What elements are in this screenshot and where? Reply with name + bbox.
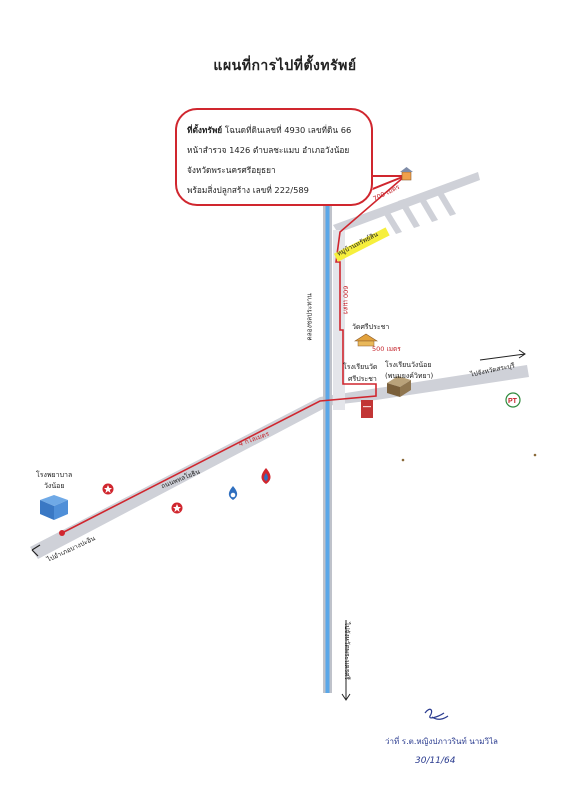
house-icon bbox=[400, 167, 413, 181]
signature-date: 30/11/64 bbox=[415, 756, 456, 766]
arrow-south-road bbox=[341, 620, 351, 701]
canal-water bbox=[325, 195, 330, 693]
pt-logo-icon: PT bbox=[505, 392, 521, 408]
school-left-label-1: โรงเรียนวัด bbox=[343, 363, 378, 371]
temple-icon bbox=[353, 333, 379, 347]
svg-text:PT: PT bbox=[508, 398, 518, 405]
to-ayutthaya-label: ไปจังหวัดพระนครศรี bbox=[342, 622, 351, 680]
school-left-label-2: ศรีประชา bbox=[348, 375, 377, 383]
branch-road-2 bbox=[398, 199, 420, 228]
signature-name: ว่าที่ ร.ต.หญิงปภาวรินท์ นามวิไล bbox=[385, 737, 498, 746]
canal-label: คลองชลประทาน bbox=[305, 293, 314, 341]
route-line bbox=[61, 175, 406, 534]
map-mark bbox=[401, 458, 405, 462]
school-right-label-1: โรงเรียนวังน้อย bbox=[385, 361, 432, 369]
side-road bbox=[333, 230, 345, 410]
page-title: แผนที่การไปที่ตั้งทรัพย์ bbox=[213, 58, 357, 74]
building-icon bbox=[40, 495, 68, 520]
info-line-3: จังหวัดพระนครศรีอยุธยา bbox=[187, 165, 276, 175]
ptt-drop-icon bbox=[228, 486, 238, 500]
arrow-right-road bbox=[479, 349, 526, 361]
distance-500: 500 เมตร bbox=[372, 345, 401, 353]
school-left-icon bbox=[361, 400, 373, 418]
caltex-star-icon-2 bbox=[171, 502, 183, 514]
route-start-dot bbox=[59, 530, 65, 536]
hospital-label-1: โรงพยาบาล bbox=[36, 471, 73, 479]
temple-label: วัดศรีประชา bbox=[352, 323, 390, 331]
secondary-road-ne bbox=[333, 172, 480, 233]
caltex-star-icon bbox=[102, 483, 114, 495]
info-line-2: หน้าสำรวจ 1426 ตำบลชะแมบ อำเภอวังน้อย bbox=[187, 145, 350, 155]
school-right-label-2: (พนมยงค์วิทยา) bbox=[385, 372, 434, 380]
map-mark-2 bbox=[533, 453, 537, 457]
arrow-left-road bbox=[31, 544, 41, 557]
info-line-1: ที่ตั้งทรัพย์ โฉนดที่ดินเลขที่ 4930 เลขท… bbox=[187, 125, 352, 135]
branch-road-1 bbox=[380, 206, 402, 234]
hospital-label-2: วังน้อย bbox=[44, 482, 65, 490]
branch-road-4 bbox=[434, 187, 456, 216]
main-road bbox=[30, 365, 529, 559]
ptt-shell-icon bbox=[261, 468, 271, 484]
village-label-bg bbox=[333, 227, 390, 262]
distance-600: 600 เมตร bbox=[341, 285, 350, 315]
school-right-icon bbox=[387, 376, 411, 397]
info-label: ที่ตั้งทรัพย์ bbox=[187, 125, 223, 135]
info-line-4: พร้อมสิ่งปลูกสร้าง เลขที่ 222/589 bbox=[187, 185, 309, 195]
signature-mark bbox=[424, 708, 449, 720]
branch-road-3 bbox=[416, 193, 438, 222]
property-info-box: ที่ตั้งทรัพย์ โฉนดที่ดินเลขที่ 4930 เลขท… bbox=[175, 108, 373, 206]
